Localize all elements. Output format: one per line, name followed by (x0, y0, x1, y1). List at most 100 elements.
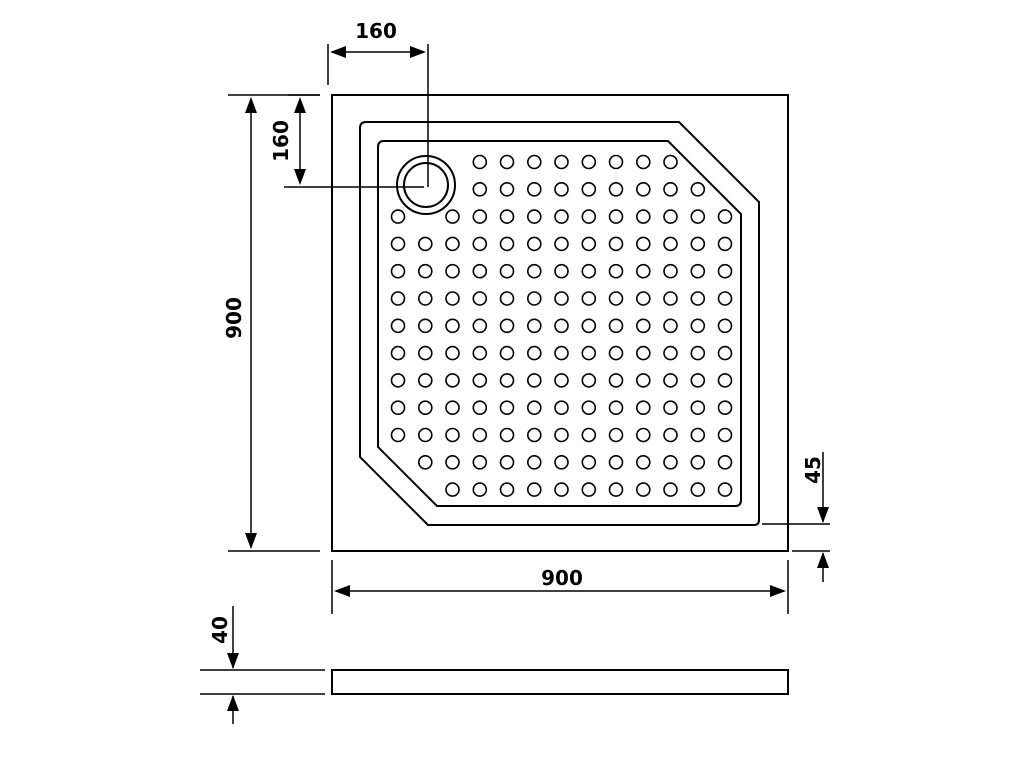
anti-slip-dot (608, 482, 624, 497)
anti-slip-dot (445, 318, 460, 334)
dimension-thickness-40: 40 (200, 606, 325, 724)
anti-slip-dot (608, 236, 624, 252)
anti-slip-dot (635, 427, 651, 443)
anti-slip-dot (390, 209, 406, 224)
anti-slip-dot (472, 209, 488, 224)
anti-slip-dot (554, 182, 569, 197)
anti-slip-dot (635, 373, 651, 388)
anti-slip-dot (554, 154, 569, 170)
anti-slip-dot (390, 427, 406, 443)
anti-slip-dot (690, 482, 706, 497)
anti-slip-dot (717, 427, 733, 443)
anti-slip-dot (417, 318, 433, 334)
anti-slip-dot (663, 345, 678, 361)
anti-slip-dot (581, 318, 597, 334)
anti-slip-dot (417, 236, 433, 252)
anti-slip-dot (554, 345, 569, 361)
anti-slip-dot (635, 400, 651, 416)
anti-slip-dot (663, 373, 678, 388)
anti-slip-dot (526, 318, 542, 334)
dimension-top-160: 160 (327, 19, 429, 187)
anti-slip-dot (445, 263, 460, 279)
anti-slip-dot (445, 345, 460, 361)
anti-slip-dot (526, 454, 542, 470)
anti-slip-dot (499, 400, 515, 416)
anti-slip-dot (445, 454, 460, 470)
anti-slip-dot (690, 345, 706, 361)
anti-slip-dot (635, 182, 651, 197)
anti-slip-dot (635, 291, 651, 306)
anti-slip-dot (608, 318, 624, 334)
anti-slip-dot (581, 291, 597, 306)
anti-slip-dot (635, 482, 651, 497)
anti-slip-dot (608, 154, 624, 170)
anti-slip-dot (417, 373, 433, 388)
drain-waste-inner (403, 162, 449, 208)
anti-slip-dot (554, 400, 569, 416)
anti-slip-dot (526, 482, 542, 497)
anti-slip-dot (635, 454, 651, 470)
anti-slip-dot (635, 345, 651, 361)
dimension-label-rim: 45 (801, 456, 825, 484)
anti-slip-dot (581, 263, 597, 279)
anti-slip-dot (690, 454, 706, 470)
anti-slip-dot (417, 291, 433, 306)
anti-slip-dot (472, 373, 488, 388)
anti-slip-dot (663, 182, 678, 197)
anti-slip-dot (608, 263, 624, 279)
dimension-label-height: 900 (222, 297, 246, 339)
anti-slip-dot (390, 318, 406, 334)
anti-slip-dot (554, 454, 569, 470)
anti-slip-dot (663, 209, 678, 224)
anti-slip-dot (472, 318, 488, 334)
anti-slip-dot (526, 427, 542, 443)
anti-slip-dot (717, 291, 733, 306)
anti-slip-dot (581, 182, 597, 197)
anti-slip-dot (554, 291, 569, 306)
anti-slip-dot (635, 318, 651, 334)
anti-slip-dot (526, 345, 542, 361)
anti-slip-dot (581, 427, 597, 443)
anti-slip-dot (390, 345, 406, 361)
anti-slip-dot (663, 400, 678, 416)
anti-slip-dot (690, 263, 706, 279)
anti-slip-dot (717, 454, 733, 470)
anti-slip-dot (581, 400, 597, 416)
anti-slip-dot (472, 182, 488, 197)
anti-slip-dot (690, 182, 706, 197)
tray-rim-outer (359, 121, 760, 526)
anti-slip-dot (417, 454, 433, 470)
anti-slip-dot (472, 454, 488, 470)
anti-slip-dot (499, 318, 515, 334)
anti-slip-dot (526, 182, 542, 197)
anti-slip-dot (390, 291, 406, 306)
dimension-left-160: 160 (269, 94, 424, 188)
anti-slip-dot (499, 345, 515, 361)
anti-slip-dot (554, 427, 569, 443)
tray-outline (331, 94, 789, 552)
anti-slip-dot (581, 154, 597, 170)
anti-slip-dot (499, 482, 515, 497)
anti-slip-dot (663, 263, 678, 279)
anti-slip-dot (417, 263, 433, 279)
anti-slip-dot (717, 345, 733, 361)
anti-slip-dot (472, 291, 488, 306)
anti-slip-dot (608, 182, 624, 197)
dimension-rim-45: 45 (762, 452, 830, 582)
anti-slip-dot (472, 345, 488, 361)
anti-slip-dot (390, 373, 406, 388)
anti-slip-dot (499, 454, 515, 470)
dimension-height-900: 900 (222, 94, 320, 552)
anti-slip-dot (445, 209, 460, 224)
anti-slip-dot (472, 400, 488, 416)
tray-side-elevation (331, 669, 789, 695)
anti-slip-dot (663, 154, 678, 170)
anti-slip-dot (690, 291, 706, 306)
anti-slip-dot (581, 454, 597, 470)
anti-slip-dot (608, 427, 624, 443)
anti-slip-dot (499, 154, 515, 170)
dimension-label-left: 160 (269, 120, 293, 162)
anti-slip-dot (526, 209, 542, 224)
anti-slip-dot (663, 236, 678, 252)
anti-slip-dot (663, 427, 678, 443)
